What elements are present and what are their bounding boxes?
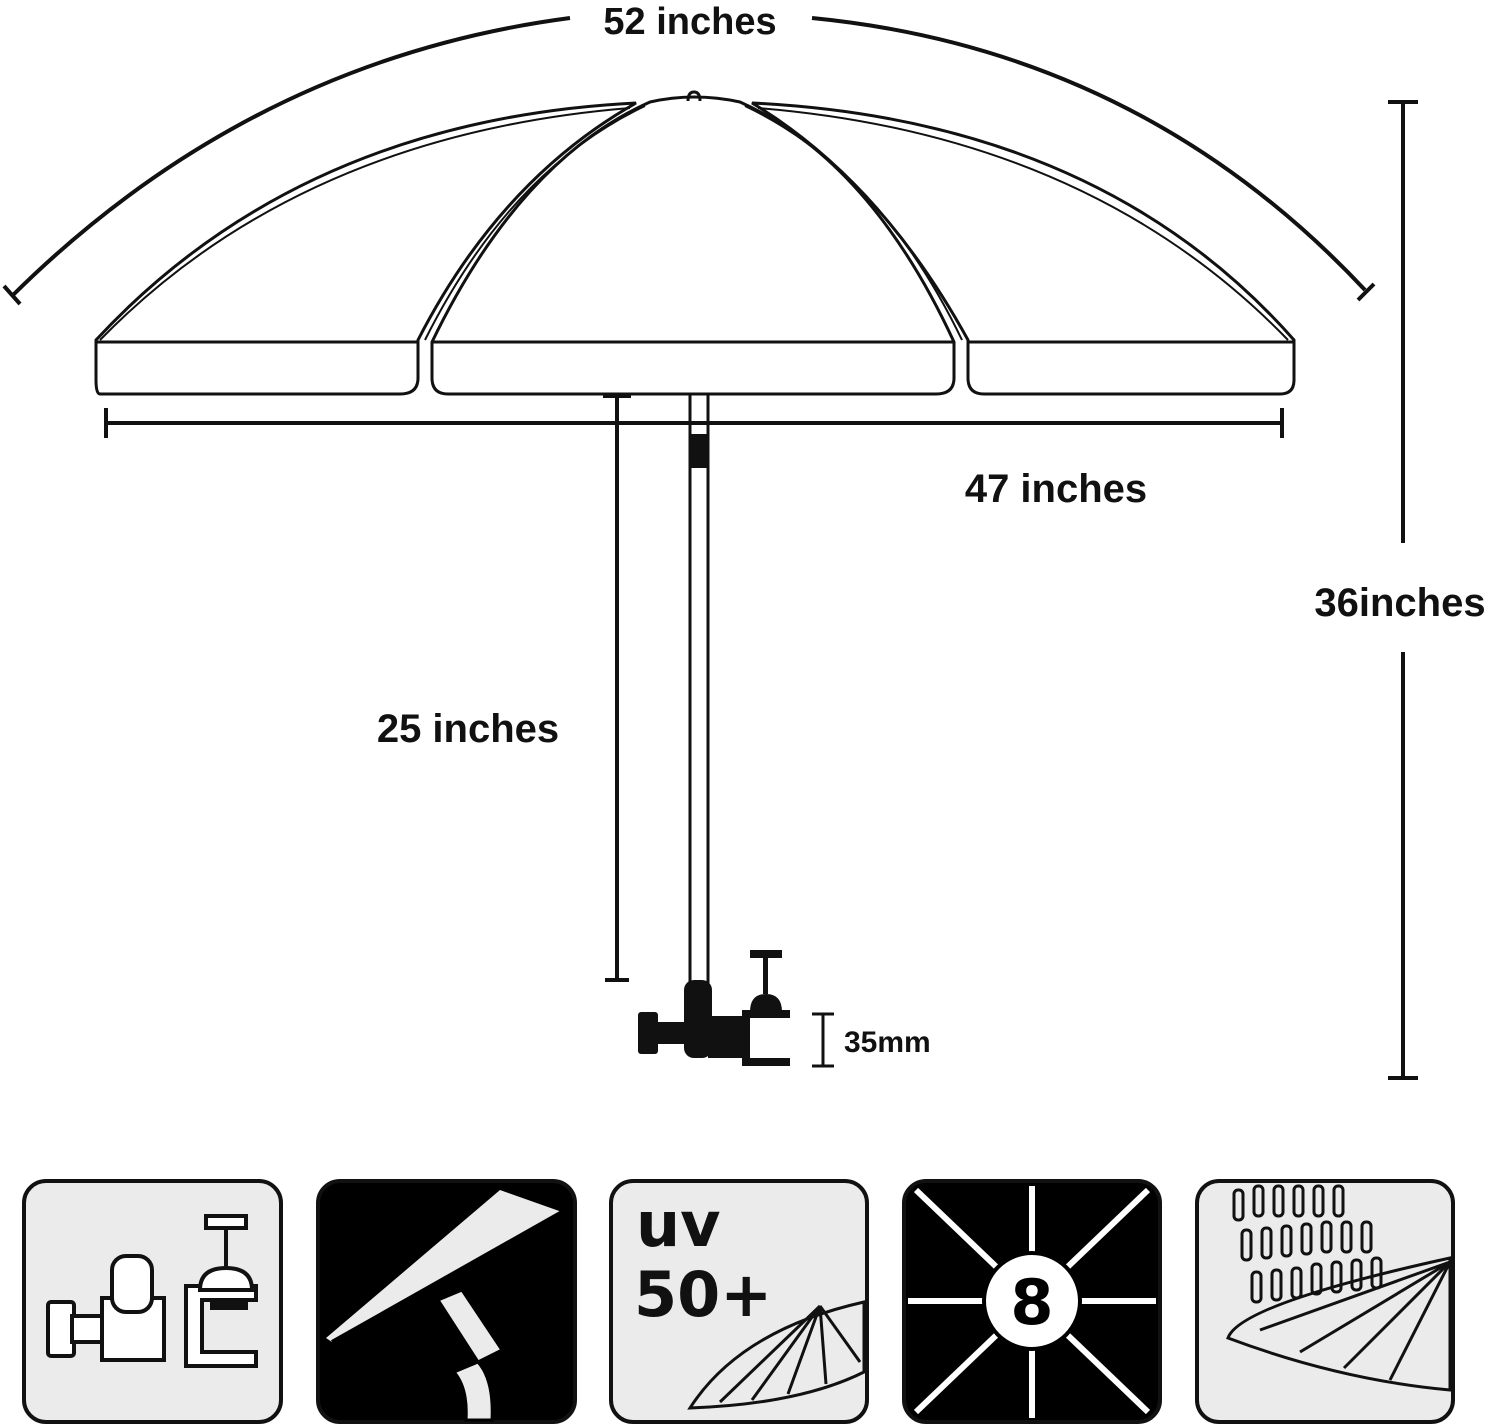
uv-icon-text: uv — [636, 1188, 721, 1261]
canopy-left-rib — [99, 107, 631, 341]
canopy-top-knob — [686, 90, 702, 102]
arc-dimension-left-line — [10, 16, 571, 298]
waterproof-icon — [1195, 1179, 1455, 1424]
canopy-center-left-rib — [424, 105, 646, 341]
width-dimension: 47 inches — [104, 408, 1284, 511]
clamp-knob — [638, 1012, 658, 1054]
uv-protection-icon: uv 50+ — [609, 1179, 869, 1424]
pole-length-label: 25 inches — [377, 707, 559, 751]
uv-icon-number: 50+ — [634, 1258, 772, 1331]
umbrella-canopy — [94, 90, 1296, 396]
tilt-joint-icon — [316, 1179, 577, 1424]
canopy-right-panel — [751, 101, 1296, 396]
clamp-opening-label: 35mm — [844, 1026, 931, 1059]
height-dimension-label: 36inches — [1314, 581, 1485, 625]
umbrella-pole — [688, 394, 710, 985]
canopy-center-right-rib — [744, 105, 963, 341]
clamp-pole-holder — [684, 980, 712, 1058]
eight-ribs-icon: 8 — [902, 1179, 1162, 1424]
clamp-mount-icon — [22, 1179, 283, 1424]
arc-dimension-label: 52 inches — [603, 1, 776, 43]
clamp-screw-handle — [750, 950, 782, 958]
clamp-screw — [763, 958, 768, 994]
tilt-icon-canopy — [326, 1190, 562, 1342]
height-dimension: 36inches — [1314, 100, 1486, 1080]
arc-dimension-right-line — [811, 16, 1367, 292]
pole-length-dimension: 25 inches — [377, 394, 631, 982]
clamp-body — [708, 1016, 744, 1058]
arc-dimension-right-tick — [1356, 282, 1376, 302]
tilt-icon-upper-pole — [435, 1288, 505, 1364]
clamp-mount — [638, 950, 790, 1066]
rain-icon-drops — [1232, 1184, 1383, 1304]
canopy-left-panel — [94, 101, 637, 396]
ribs-icon-hub — [982, 1251, 1082, 1351]
pole-tilt-joint — [690, 434, 708, 468]
arc-dimension-left-tick — [2, 284, 22, 306]
canopy-right-rib — [757, 107, 1289, 341]
arc-dimension: 52 inches — [2, 1, 1376, 306]
width-dimension-label: 47 inches — [965, 467, 1147, 511]
ribs-icon-number: 8 — [1010, 1266, 1053, 1339]
clamp-opening-dimension: 35mm — [812, 1012, 931, 1068]
canopy-center-panel — [430, 95, 956, 396]
tilt-icon-lower-pole — [451, 1360, 494, 1422]
clamp-jaw — [742, 1010, 790, 1066]
clamp-knob-shaft — [656, 1022, 686, 1044]
clamp-screw-pad — [750, 994, 782, 1012]
